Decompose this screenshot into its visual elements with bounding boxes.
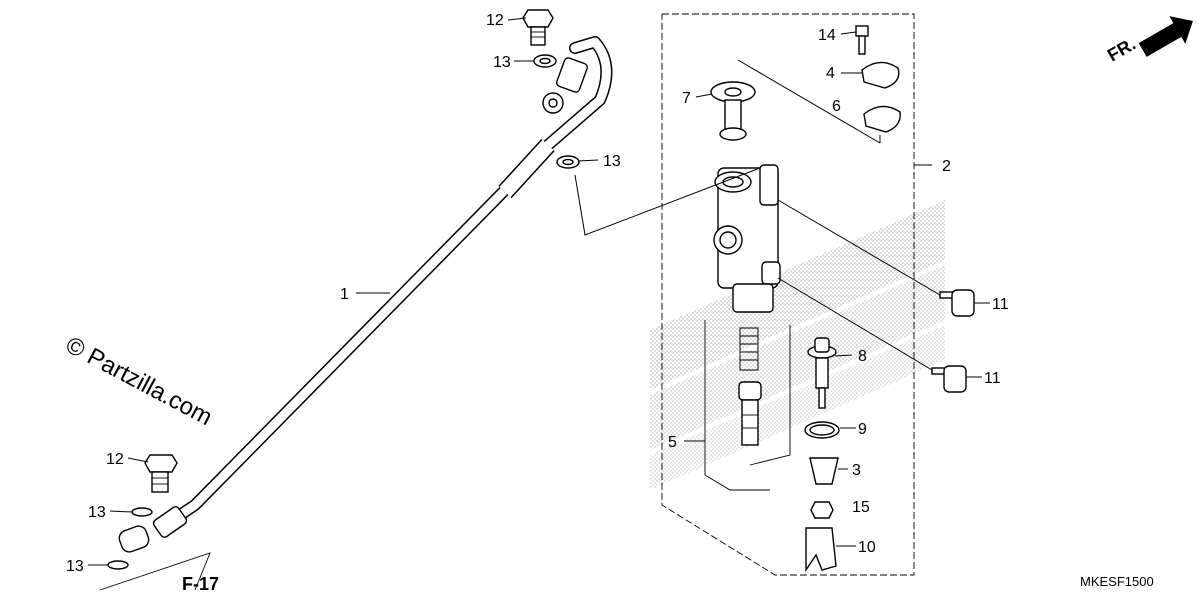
callout-1: 1 — [340, 286, 349, 303]
callout-4: 4 — [826, 65, 835, 82]
push-rod — [807, 337, 837, 409]
diagram-code: MKESF1500 — [1080, 574, 1154, 589]
nut — [810, 501, 834, 519]
callout-10: 10 — [858, 539, 876, 556]
front-arrow-icon — [1138, 16, 1193, 57]
callout-12-lower: 12 — [106, 451, 124, 468]
callout-2: 2 — [942, 158, 951, 175]
screw-14 — [855, 25, 869, 55]
callout-13-a: 13 — [493, 54, 511, 71]
boot — [809, 457, 839, 485]
front-label: FR. — [1104, 34, 1139, 66]
bolt-11-upper — [939, 289, 975, 317]
reference-label: F-17 — [182, 574, 219, 594]
callout-13-b: 13 — [603, 153, 621, 170]
callout-14: 14 — [818, 27, 836, 44]
bracket-5 — [704, 320, 770, 491]
diaphragm — [863, 105, 901, 133]
leader-lines — [88, 17, 990, 591]
assembly-2-bracket — [661, 13, 915, 576]
callout-3: 3 — [852, 462, 861, 479]
reservoir-cap — [861, 61, 900, 89]
bolt-11-lower — [931, 365, 967, 393]
callout-5: 5 — [668, 434, 677, 451]
callout-9: 9 — [858, 421, 867, 438]
callout-11-lower: 11 — [984, 370, 1001, 387]
callout-13-c: 13 — [88, 504, 106, 521]
shading-bands — [650, 200, 945, 490]
upper-banjo-bolt — [522, 9, 554, 46]
joint-clevis — [805, 527, 837, 573]
watermark: © Partzilla.com — [61, 331, 216, 431]
callout-6: 6 — [832, 98, 841, 115]
callout-8: 8 — [858, 348, 867, 365]
brake-hose — [118, 36, 613, 553]
callout-11-upper: 11 — [992, 296, 1009, 313]
reservoir-joint — [710, 81, 756, 141]
callout-15: 15 — [852, 499, 870, 516]
bracket-5b — [749, 325, 791, 466]
callout-13-d: 13 — [66, 558, 84, 575]
washer-lower-2 — [107, 560, 129, 570]
callout-7: 7 — [682, 90, 691, 107]
washer-lower-1 — [131, 507, 153, 517]
master-cylinder-body — [713, 164, 781, 313]
lower-banjo-bolt — [144, 454, 178, 493]
piston-set — [738, 327, 762, 446]
callout-12-upper: 12 — [486, 12, 504, 29]
